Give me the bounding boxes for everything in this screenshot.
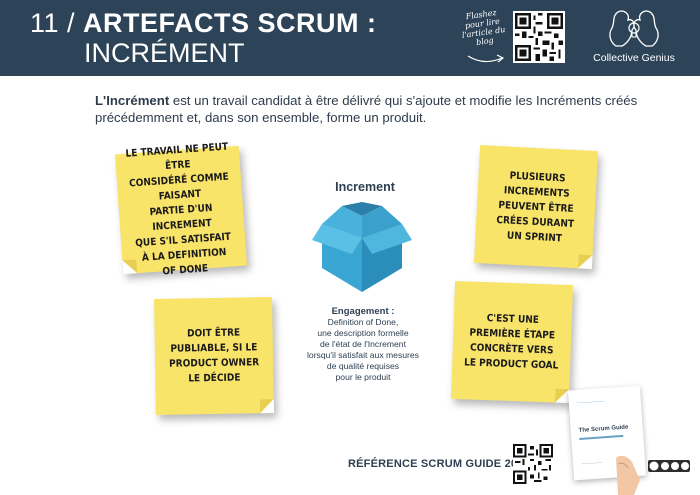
section-number: 11 / [30,8,84,38]
page-title: 11 / ARTEFACTS SCRUM : [30,8,377,39]
guide-header-line: ——————— [576,398,605,406]
guide-title: The Scrum Guide [578,424,629,434]
open-box-icon [312,202,412,292]
sticky-note-done: Le travail ne peut être considéré comme … [114,141,248,277]
collective-genius-logo: Collective Genius [582,8,686,68]
brain-heads-icon [609,10,659,47]
guide-title-underline [579,434,624,440]
qr-code-blog[interactable] [513,11,565,63]
guide-footer-line: —————— [580,460,603,466]
flash-caption: Flashez pour lire l'article du blog [461,8,506,48]
engagement-line: Definition of Done, [327,317,399,327]
engagement-line: de l'état de l'Increment [320,339,406,349]
note-line: le product goal [463,357,559,372]
note-line: le décide [188,372,241,385]
engagement-line: lorsqu'il satisfait aux mesures [307,350,419,360]
note-line: publiable, si le [170,342,258,355]
engagement-line: une description formelle [317,328,409,338]
sticky-note-multiple: Plusieurs increments peuvent être crées … [473,144,599,270]
increment-title: Increment [335,180,395,194]
intro-term: L'Incrément [95,93,170,108]
header-banner: 11 / ARTEFACTS SCRUM : INCRÉMENT Flashez… [0,0,700,76]
intro-paragraph: L'Incrément est un travail candidat à êt… [95,92,665,126]
reference-label: RÉFÉRENCE SCRUM GUIDE 2020 [348,458,530,470]
curved-arrow-icon [467,54,505,63]
note-line: product owner [169,357,260,370]
sticky-note-publishable: Doit être publiable, si le product owner… [153,296,275,416]
logo-label: Collective Genius [593,52,675,64]
engagement-line: pour le produit [335,372,391,382]
section-title: ARTEFACTS SCRUM : [83,8,377,38]
creative-commons-icon [648,459,690,472]
intro-text: est un travail candidat à être délivré q… [95,93,638,125]
page-subtitle: INCRÉMENT [84,38,245,68]
note-line: Doit être [186,327,241,340]
sticky-note-first-step: C'est une première étape concrète vers l… [450,280,574,404]
engagement-line: de qualité requises [326,361,400,371]
engagement-label: Engagement : [331,306,395,317]
hand-icon [616,455,640,495]
qr-code-guide[interactable] [513,444,553,484]
engagement-block: Engagement : Definition of Done, une des… [290,306,436,383]
